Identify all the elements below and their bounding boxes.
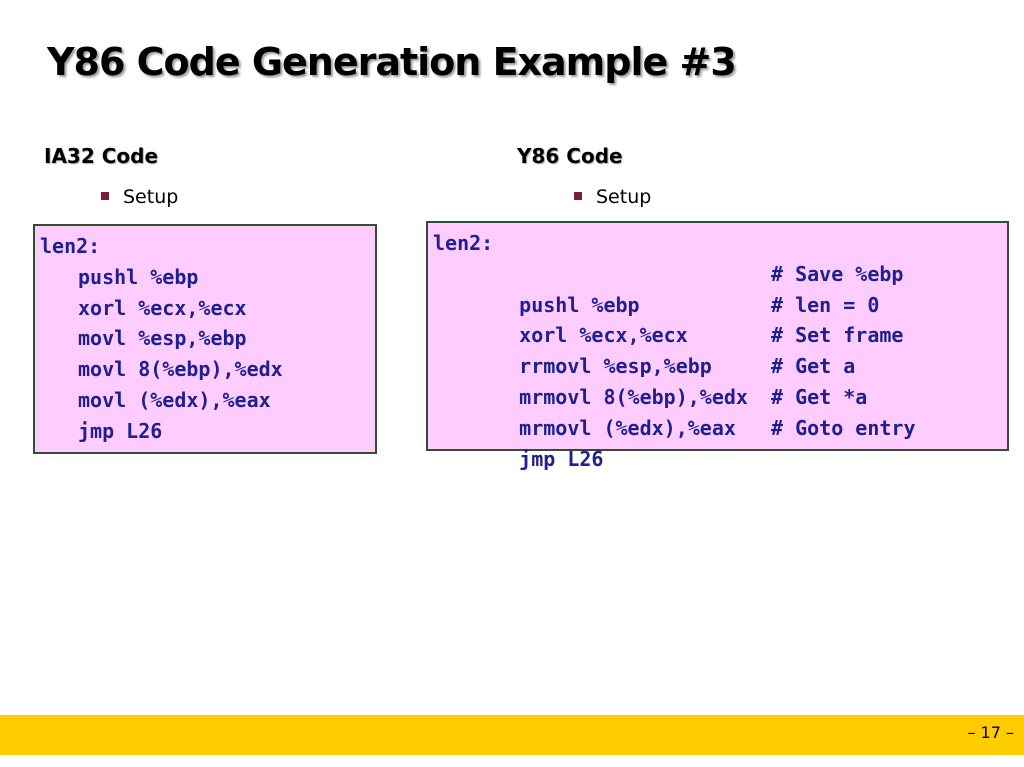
y86-comment: # Get a [771,354,856,379]
y86-code-line: rrmovl %esp,%ebp # Set frame [433,320,1007,378]
y86-instruction: jmp L26 [519,446,604,471]
ia32-code-line: movl (%edx),%eax [78,387,271,412]
y86-code-line: xorl %ecx,%ecx # len = 0 [433,290,1007,348]
y86-setup-label: Setup [596,186,652,208]
ia32-setup-bullet: Setup [101,186,178,208]
y86-instruction: xorl %ecx,%ecx [519,323,688,348]
ia32-setup-label: Setup [123,186,179,208]
y86-code-line: mrmovl 8(%ebp),%edx # Get a [433,351,1007,409]
y86-comment: # Goto entry [771,415,916,440]
y86-code-heading: Y86 Code [517,144,623,168]
y86-instruction: mrmovl (%edx),%eax [519,415,736,440]
y86-comment: # Save %ebp [771,261,904,286]
y86-code-line: pushl %ebp # Save %ebp [433,259,1007,317]
ia32-code-box: len2: pushl %ebp xorl %ecx,%ecx movl %es… [33,224,377,454]
y86-instruction: mrmovl 8(%ebp),%edx [519,384,748,409]
footer-bar: – 17 – [0,715,1024,755]
page-number: – 17 – [967,723,1014,742]
ia32-code-line: xorl %ecx,%ecx [78,295,247,320]
y86-instruction: rrmovl %esp,%ebp [519,354,712,379]
bullet-square-icon [574,191,582,200]
slide-title: Y86 Code Generation Example #3 [47,40,737,84]
y86-code-line: jmp L26 # Goto entry [433,413,1007,471]
ia32-code-line: movl %esp,%ebp [78,326,247,351]
ia32-label-line: len2: [40,234,101,258]
y86-comment: # Set frame [771,323,904,348]
y86-comment: # Get *a [771,384,868,409]
ia32-code-line: pushl %ebp [78,264,199,289]
y86-comment: # len = 0 [771,292,880,317]
ia32-code-line: movl 8(%ebp),%edx [78,357,283,382]
ia32-code-heading: IA32 Code [44,144,159,168]
y86-instruction: pushl %ebp [519,292,640,317]
bullet-square-icon [101,191,109,200]
ia32-code-line: jmp L26 [78,418,163,443]
y86-code-box: len2: pushl %ebp # Save %ebp xorl %ecx,%e… [426,221,1009,471]
y86-setup-bullet: Setup [574,186,651,208]
y86-code-line: mrmovl (%edx),%eax # Get *a [433,382,1007,440]
y86-label-line: len2: [433,231,494,255]
